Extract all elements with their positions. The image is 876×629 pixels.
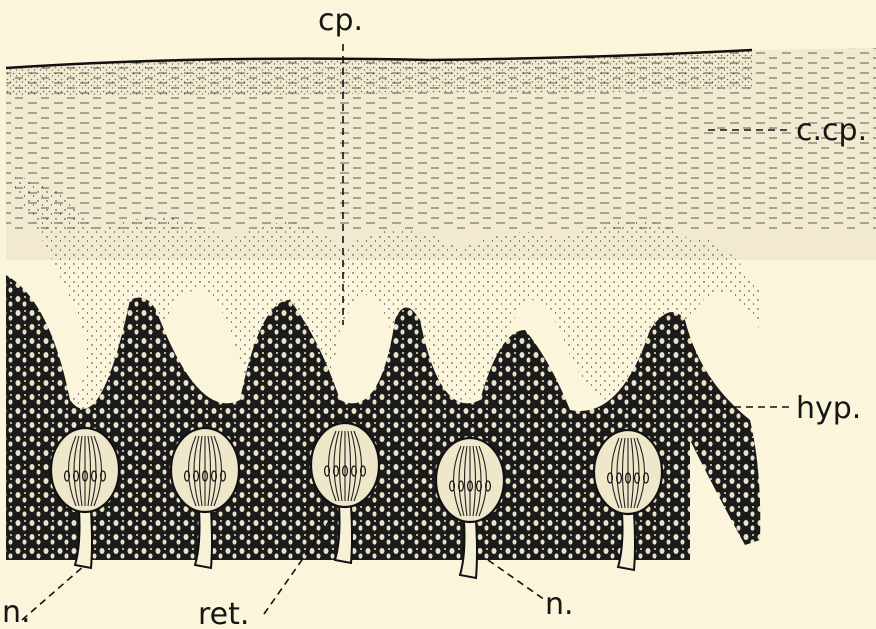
label-n-right: n. [545, 587, 574, 622]
cuticle-surface-stipple [6, 50, 752, 95]
label-ccp: c.cp. [796, 113, 867, 148]
label-hyp: hyp. [796, 391, 861, 426]
label-n-left: n. [2, 595, 31, 629]
n-left-leader-line [22, 565, 85, 620]
label-ret: ret. [198, 597, 249, 629]
n-right-leader-line [488, 560, 545, 600]
label-cp: cp. [318, 3, 363, 38]
